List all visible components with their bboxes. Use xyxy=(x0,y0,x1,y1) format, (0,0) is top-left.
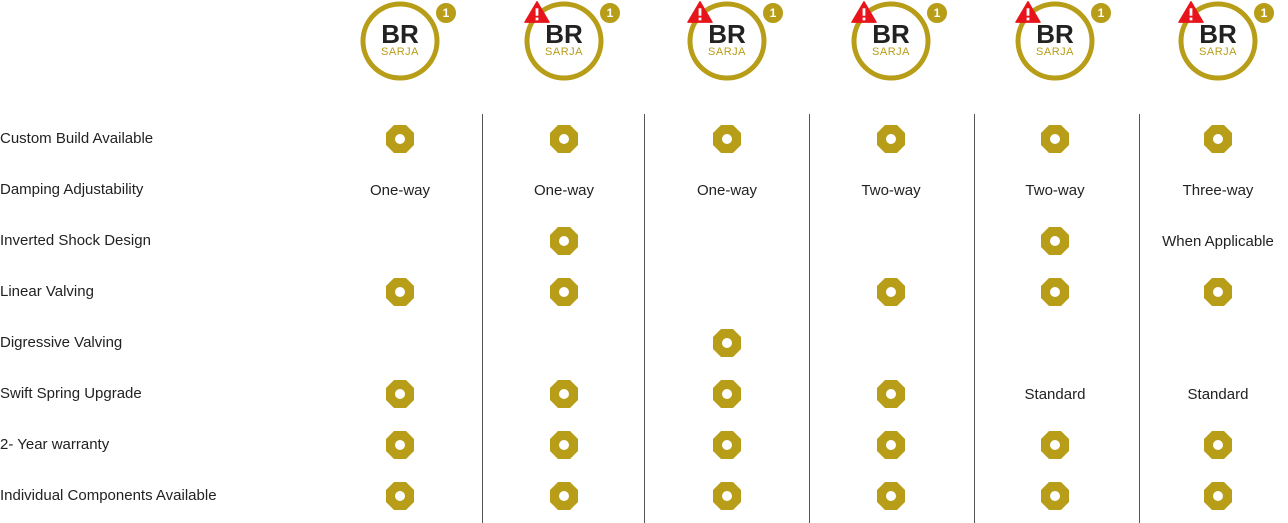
octagon-dot-icon xyxy=(1041,482,1069,510)
badge-sub: SARJA xyxy=(1036,46,1074,58)
badge-brand: BR xyxy=(545,19,583,49)
warning-triangle-icon xyxy=(1015,1,1041,23)
column-divider xyxy=(974,114,975,523)
badge-brand: BR xyxy=(381,19,419,49)
warning-triangle-icon xyxy=(687,1,713,23)
octagon-dot-icon xyxy=(550,278,578,306)
octagon-dot-icon xyxy=(713,431,741,459)
octagon-dot-icon xyxy=(713,125,741,153)
octagon-dot-icon xyxy=(1204,482,1232,510)
badge-brand: BR xyxy=(872,19,910,49)
column-divider xyxy=(482,114,483,523)
cell-value: Two-way xyxy=(861,182,921,199)
octagon-dot-icon xyxy=(386,431,414,459)
warning-triangle-icon xyxy=(1178,1,1204,23)
row-label: Damping Adjustability xyxy=(0,181,144,198)
badge-number: 1 xyxy=(1260,6,1268,20)
octagon-dot-icon xyxy=(550,380,578,408)
octagon-dot-icon xyxy=(877,482,905,510)
octagon-dot-icon xyxy=(877,278,905,306)
octagon-dot-icon xyxy=(550,431,578,459)
badge-number: 1 xyxy=(769,6,777,20)
column-divider xyxy=(644,114,645,523)
octagon-dot-icon xyxy=(1041,278,1069,306)
octagon-dot-icon xyxy=(386,380,414,408)
badge-number: 1 xyxy=(1097,6,1105,20)
row-label: Custom Build Available xyxy=(0,130,154,147)
badge-ring-icon xyxy=(1178,1,1276,81)
warning-triangle-icon xyxy=(524,1,550,23)
warning-triangle-icon xyxy=(851,1,877,23)
badge-sub: SARJA xyxy=(545,46,583,58)
octagon-dot-icon xyxy=(713,482,741,510)
row-label: Linear Valving xyxy=(0,283,94,300)
octagon-dot-icon xyxy=(713,380,741,408)
octagon-dot-icon xyxy=(713,329,741,357)
row-label: Swift Spring Upgrade xyxy=(0,385,142,402)
cell-value: When Applicable xyxy=(1162,233,1274,250)
badge-number: 1 xyxy=(933,6,941,20)
octagon-dot-icon xyxy=(1204,278,1232,306)
octagon-dot-icon xyxy=(550,125,578,153)
badge-sub: SARJA xyxy=(872,46,910,58)
octagon-dot-icon xyxy=(386,125,414,153)
badge-number: 1 xyxy=(606,6,614,20)
octagon-dot-icon xyxy=(1041,227,1069,255)
badge-ring-icon xyxy=(360,1,458,81)
badge-ring-icon xyxy=(524,1,622,81)
octagon-dot-icon xyxy=(386,278,414,306)
badge-sub: SARJA xyxy=(381,46,419,58)
octagon-dot-icon xyxy=(877,125,905,153)
column-divider xyxy=(1139,114,1140,523)
octagon-dot-icon xyxy=(550,482,578,510)
row-label: Individual Components Available xyxy=(0,487,217,504)
badge-ring-icon xyxy=(1015,1,1113,81)
row-label: Inverted Shock Design xyxy=(0,232,151,249)
badge-sub: SARJA xyxy=(1199,46,1237,58)
cell-value: One-way xyxy=(533,182,595,199)
cell-value: Three-way xyxy=(1182,182,1254,199)
row-label: Digressive Valving xyxy=(0,334,123,351)
cell-value: Standard xyxy=(1187,386,1249,403)
badge-brand: BR xyxy=(1036,19,1074,49)
octagon-dot-icon xyxy=(877,380,905,408)
octagon-dot-icon xyxy=(877,431,905,459)
octagon-dot-icon xyxy=(1204,125,1232,153)
cell-value: Standard xyxy=(1024,386,1086,403)
cell-value: One-way xyxy=(369,182,431,199)
octagon-dot-icon xyxy=(386,482,414,510)
column-divider xyxy=(809,114,810,523)
cell-value: Two-way xyxy=(1025,182,1085,199)
octagon-dot-icon xyxy=(1204,431,1232,459)
badge-sub: SARJA xyxy=(708,46,746,58)
badge-ring-icon xyxy=(687,1,785,81)
octagon-dot-icon xyxy=(550,227,578,255)
badge-ring-icon xyxy=(851,1,949,81)
octagon-dot-icon xyxy=(1041,431,1069,459)
badge-number: 1 xyxy=(442,6,450,20)
badge-brand: BR xyxy=(1199,19,1237,49)
cell-value: One-way xyxy=(696,182,758,199)
badge-brand: BR xyxy=(708,19,746,49)
octagon-dot-icon xyxy=(1041,125,1069,153)
row-label: 2- Year warranty xyxy=(0,436,110,453)
